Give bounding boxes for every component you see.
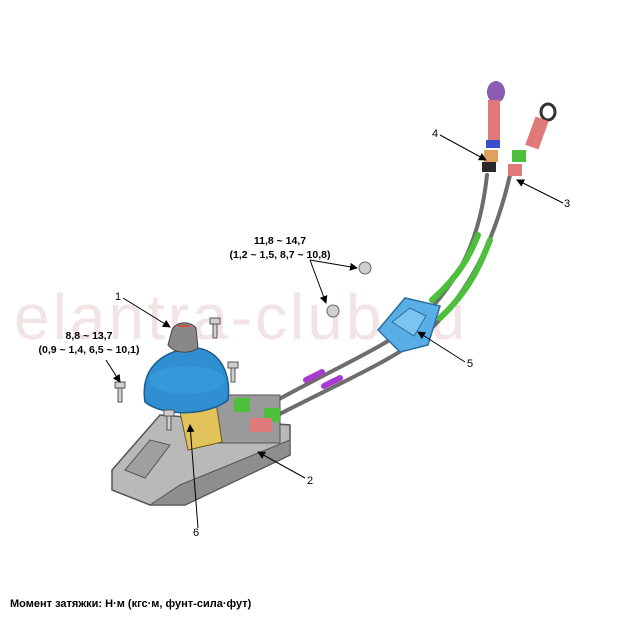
torque-value-nm: 11,8 ~ 14,7 xyxy=(253,235,307,247)
select-cable xyxy=(248,173,489,417)
leader-torque-a xyxy=(309,259,358,271)
torque-spec-bracket-bolts: 8,8 ~ 13,7 (0,9 ~ 1,4, 6,5 ~ 10,1) xyxy=(14,329,164,357)
holder-bolts xyxy=(326,261,372,318)
torque-value-alt: (1,2 ~ 1,5, 8,7 ~ 10,8) xyxy=(229,249,331,261)
leader-5 xyxy=(417,331,466,363)
cable-band xyxy=(303,369,325,383)
callout-2: 2 xyxy=(307,475,314,487)
bolt xyxy=(163,409,175,431)
leader-4 xyxy=(439,134,487,161)
callout-1: 1 xyxy=(115,291,122,303)
bolt xyxy=(358,261,372,275)
bolt xyxy=(209,317,221,339)
shift-knob-boot xyxy=(143,322,230,414)
leader-1 xyxy=(122,297,171,328)
cable-green-sleeve-upper xyxy=(429,232,481,303)
leader-lines xyxy=(105,134,564,529)
cable-holder xyxy=(376,297,441,353)
cable-end-shift xyxy=(508,102,557,176)
torque-units-footnote: Момент затяжки: Н·м (кгс·м, фунт-сила·фу… xyxy=(10,598,252,610)
cable-band xyxy=(321,375,343,389)
callout-5: 5 xyxy=(467,358,474,370)
leader-6 xyxy=(186,424,199,529)
leader-torque-b xyxy=(309,259,328,304)
bolt xyxy=(326,304,340,318)
torque-spec-holder-bolts: 11,8 ~ 14,7 (1,2 ~ 1,5, 8,7 ~ 10,8) xyxy=(190,234,370,262)
leader-3 xyxy=(516,179,564,204)
bolt xyxy=(114,381,126,403)
torque-value-nm: 8,8 ~ 13,7 xyxy=(65,330,113,342)
shift-cable xyxy=(266,173,512,422)
bolt xyxy=(227,361,239,383)
shift-lever-bracket xyxy=(111,394,291,506)
bracket-bolts xyxy=(114,317,239,431)
cable-green-sleeve-lower xyxy=(437,237,493,321)
shift-cables xyxy=(248,173,512,422)
callout-4: 4 xyxy=(432,128,439,140)
leader-torque-c xyxy=(105,359,121,383)
leader-2 xyxy=(257,451,306,479)
cable-end-select xyxy=(482,81,505,172)
torque-value-alt: (0,9 ~ 1,4, 6,5 ~ 10,1) xyxy=(38,344,140,356)
callout-6: 6 xyxy=(193,527,200,539)
callout-3: 3 xyxy=(564,198,571,210)
